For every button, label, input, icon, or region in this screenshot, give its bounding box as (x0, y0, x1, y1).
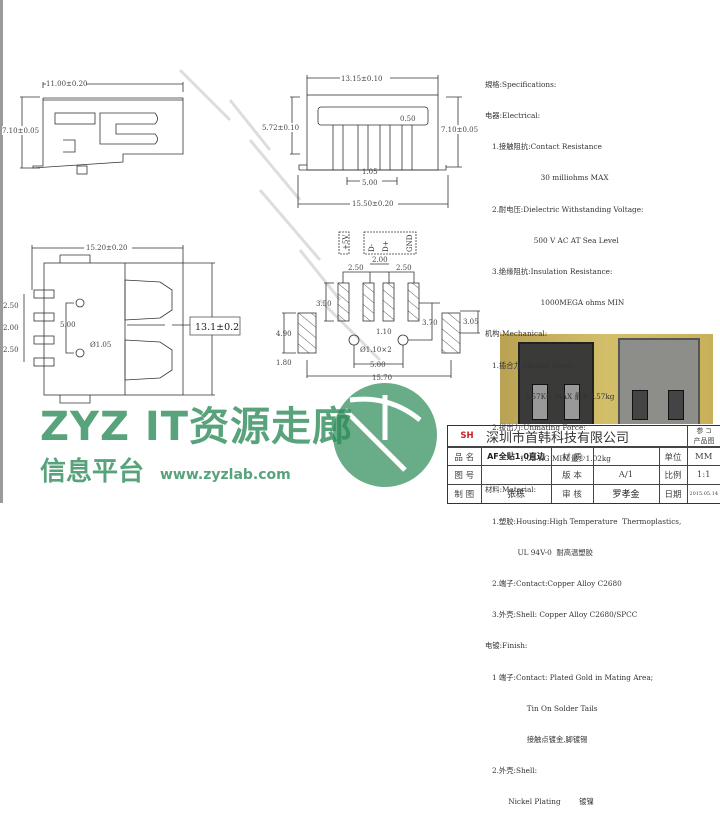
spec-line: 1000MEGA ohms MIN (485, 298, 625, 308)
spec-line: 500 V AC AT Sea Level (485, 235, 619, 245)
top-hole-dia: Ø1.05 (90, 341, 111, 349)
product-photo (500, 334, 713, 424)
fp-pitch-left: 2.50 (348, 264, 364, 272)
drawing-type: 参 ⊐ 产品图 (687, 426, 720, 446)
spec-line: 1.接触阻抗:Contact Resistance (485, 142, 602, 152)
spec-line: 2.外壳:Shell: (485, 766, 538, 776)
spec-line: 接触点镀金,脚镀锡 (485, 735, 588, 745)
front-bottom-dim: 15.50±0.20 (352, 200, 394, 208)
fp-pad-height: 3.50 (316, 300, 332, 308)
fp-hole-label: Ø1.10×2 (360, 346, 392, 354)
fp-pitch-mid: 2.00 (372, 256, 388, 264)
pin-label-gnd: GND (406, 234, 414, 252)
side-width-dim: 11.00±0.20 (46, 80, 88, 88)
spec-line: 电镀:Finish: (485, 641, 528, 651)
spec-line: 1 端子:Contact: Plated Gold in Mating Area… (485, 672, 654, 682)
spec-line: 1.塑胶:Housing:High Temperature Thermoplas… (485, 516, 682, 526)
front-pitch-dim: 5.00 (362, 179, 378, 187)
watermark-logo (333, 383, 437, 487)
fp-hole-pitch: 5.00 (370, 361, 386, 369)
fp-left-pad-h: 4.90 (276, 330, 292, 338)
date-value: 2015.05.14 (686, 483, 720, 503)
watermark-text: ZYZ IT资源走廊 (40, 404, 354, 450)
spec-line: 2.端子:Contact:Copper Alloy C2680 (485, 579, 622, 589)
spec-line: 規格:Specifications: (485, 79, 557, 89)
pin-label-5v: +5V (342, 234, 350, 250)
fp-pitch-right: 2.50 (396, 264, 412, 272)
front-top-dim: 13.15±0.10 (341, 75, 383, 83)
front-pin-dim: 1.05 (362, 168, 378, 176)
company-logo: SH (460, 431, 474, 441)
label-product-name: 品 名 (448, 446, 482, 467)
corner-top: 参 ⊐ (696, 427, 712, 435)
company-name: 深圳市首韩科技有限公司 (486, 430, 630, 446)
front-view: 13.15±0.10 5.72±0.10 7.10±0.05 0.50 1.05… (262, 73, 480, 208)
top-hole-pitch: 5.00 (60, 321, 76, 329)
top-pitch-1: 2.50 (3, 302, 19, 310)
spec-line: 2.耐电压:Dielectric Withstanding Voltage: (485, 204, 644, 214)
side-height-dim: 7.10±0.05 (2, 127, 39, 135)
front-gap-dim: 0.50 (400, 115, 416, 123)
diagonal-watermark (178, 68, 382, 362)
spec-line: 3.外壳:Shell: Copper Alloy C2680/SPCC (485, 610, 638, 620)
spec-line: UL 94V-0 耐高温塑胶 (485, 547, 593, 557)
title-block: SH 深圳市首韩科技有限公司 参 ⊐ 产品图 品 名 AF全贴1.0直边 材 质… (447, 425, 720, 504)
label-drawn-by: 制 图 (448, 483, 482, 503)
fp-overall: 15.70 (372, 374, 392, 382)
fp-left-pad-w: 1.80 (276, 359, 292, 367)
page-border (0, 0, 3, 503)
top-width-dim: 15.20±0.20 (86, 244, 128, 252)
label-drawing-number: 图 号 (448, 465, 482, 485)
spec-line: 电器:Electrical: (485, 111, 541, 121)
front-right-dim: 7.10±0.05 (441, 126, 478, 134)
spec-line: 1.02 KG MIN 最少1.02kg (485, 454, 611, 464)
title-block-header: SH 深圳市首韩科技有限公司 参 ⊐ 产品图 (448, 426, 720, 447)
top-pitch-2: 2.00 (3, 324, 19, 332)
spec-line: 1.插合力:Mating Force: (485, 360, 576, 370)
technical-drawing: 11.00±0.20 7.10±0.05 13.15±0.10 5.72±0.1… (2, 68, 480, 404)
footprint-view: +5V D- D+ GND 2.00 2.50 2.50 3.50 1.10 4… (276, 231, 480, 382)
top-view: 15.20±0.20 5.00 Ø1.05 2.50 2.00 2.50 13.… (3, 243, 241, 404)
spec-line: 2.拔出力:Unmating Force: (485, 423, 586, 433)
fp-pad-width: 1.10 (376, 328, 392, 336)
fp-right-pad-h: 3.05 (463, 318, 479, 326)
scale-value: 1:1 (686, 465, 720, 485)
spec-line: Nickel Plating 镀镍 (485, 797, 594, 807)
unit-value: MM (686, 446, 720, 467)
specifications-text: 規格:Specifications: 电器:Electrical: 1.接触阻抗… (485, 59, 681, 818)
corner-bottom: 产品图 (693, 437, 715, 445)
spec-line: 3.绝缘阻抗:Insulation Resistance: (485, 267, 613, 277)
pin-label-dminus: D- (368, 243, 376, 252)
spec-line: 3.57KG MAX 最大3.57kg (485, 391, 615, 401)
side-view: 11.00±0.20 7.10±0.05 (2, 78, 184, 175)
usb-connector-front (518, 342, 594, 424)
spec-line: 30 milliohms MAX (485, 173, 609, 183)
watermark-url: www.zyzlab.com (160, 467, 291, 483)
spec-line: 材料:Material: (485, 485, 537, 495)
watermark-subtext: 信息平台 (40, 457, 145, 487)
usb-connector-angled (618, 338, 700, 424)
spec-line: 机构:Mechanical: (485, 329, 548, 339)
top-pitch-3: 2.50 (3, 346, 19, 354)
spec-line: Tin On Solder Tails (485, 703, 598, 713)
top-length-dim: 13.1±0.2 (195, 322, 239, 333)
fp-right-offset: 3.70 (422, 319, 438, 327)
pin-label-dplus: D+ (382, 240, 390, 252)
front-left-dim: 5.72±0.10 (262, 124, 299, 132)
